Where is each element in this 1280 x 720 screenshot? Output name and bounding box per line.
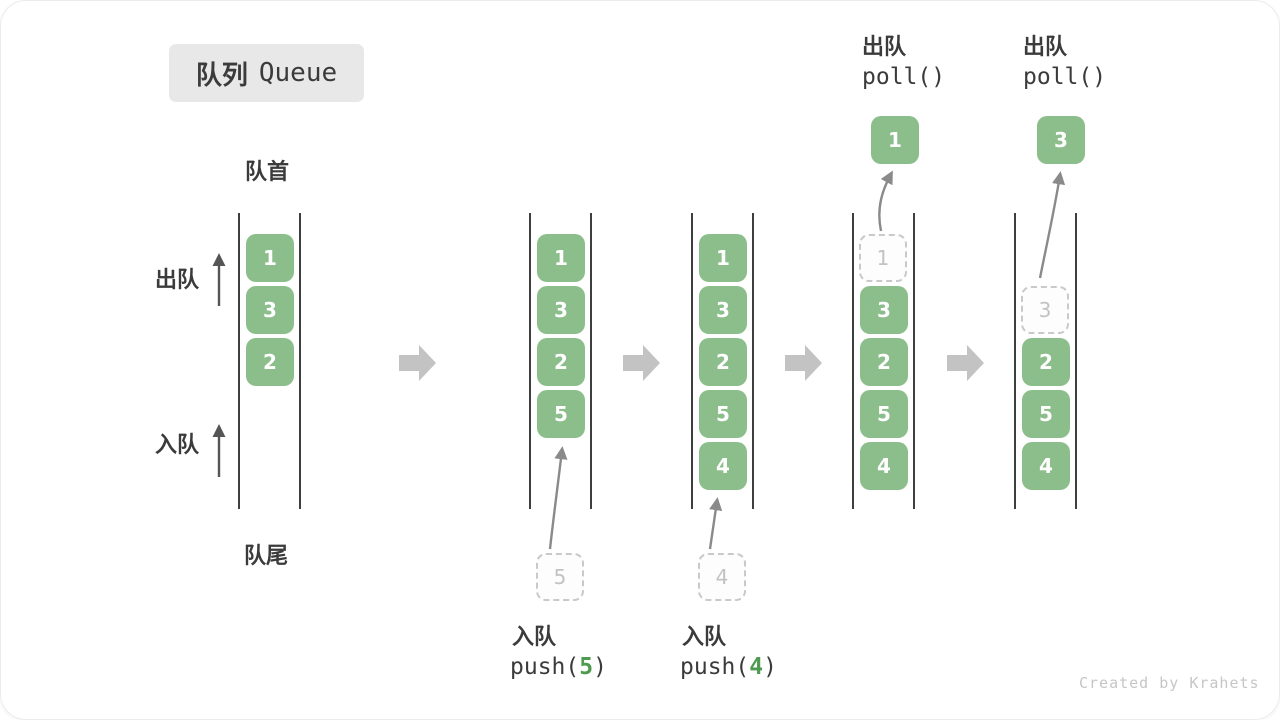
polled-element: 1 <box>871 116 919 164</box>
queue-wall <box>752 213 754 509</box>
queue-element: 1 <box>246 234 294 282</box>
watermark-credit: Created by Krahets <box>1079 674 1260 692</box>
code-arg: 5 <box>579 654 594 680</box>
queue-element: 4 <box>860 442 908 490</box>
poll-code-label: poll() <box>1023 64 1107 90</box>
push-code-label: push(4) <box>680 654 777 680</box>
enqueue-op-label: 入队 <box>682 625 727 650</box>
queue-state-4: 1 3 2 5 4 <box>852 213 915 509</box>
queue-element: 3 <box>537 286 585 334</box>
queue-wall <box>590 213 592 509</box>
state-transition-arrow-icon <box>623 345 660 381</box>
queue-wall <box>299 213 301 509</box>
queue-element: 4 <box>699 442 747 490</box>
dequeue-op-label: 出队 <box>862 35 907 60</box>
queue-state-1: 1 3 2 <box>238 213 301 509</box>
diagram-title: 队列 Queue <box>169 44 364 102</box>
code-fn: push( <box>680 654 750 680</box>
queue-wall <box>1075 213 1077 509</box>
removed-element-ghost: 1 <box>859 234 907 282</box>
queue-element: 1 <box>537 234 585 282</box>
push-code-label: push(5) <box>510 654 607 680</box>
queue-rear-label: 队尾 <box>244 544 289 569</box>
removed-element-ghost: 3 <box>1021 286 1069 334</box>
queue-element: 2 <box>699 338 747 386</box>
code-fn: push( <box>510 654 580 680</box>
queue-element: 3 <box>699 286 747 334</box>
queue-front-label: 队首 <box>245 160 290 185</box>
queue-element: 2 <box>860 338 908 386</box>
queue-element: 2 <box>1022 338 1070 386</box>
queue-element: 2 <box>537 338 585 386</box>
state-transition-arrow-icon <box>785 345 822 381</box>
code-close: ) <box>593 654 607 680</box>
queue-element: 5 <box>699 390 747 438</box>
title-english: Queue <box>258 58 338 88</box>
dequeue-op-label: 出队 <box>1023 35 1068 60</box>
queue-element: 3 <box>860 286 908 334</box>
polled-element: 3 <box>1037 116 1085 164</box>
enqueue-label: 入队 <box>155 433 200 458</box>
queue-state-2: 1 3 2 5 <box>529 213 592 509</box>
code-close: ) <box>763 654 777 680</box>
queue-element: 4 <box>1022 442 1070 490</box>
code-arg: 4 <box>749 654 764 680</box>
queue-wall <box>691 213 693 509</box>
queue-element: 5 <box>1022 390 1070 438</box>
state-transition-arrow-icon <box>399 345 436 381</box>
enqueue-op-label: 入队 <box>512 625 557 650</box>
queue-wall <box>529 213 531 509</box>
pending-element: 4 <box>698 553 746 601</box>
queue-element: 5 <box>537 390 585 438</box>
pending-element: 5 <box>536 553 584 601</box>
state-transition-arrow-icon <box>947 345 984 381</box>
dequeue-label: 出队 <box>155 268 200 293</box>
queue-wall <box>238 213 240 509</box>
queue-element: 1 <box>699 234 747 282</box>
poll-code-label: poll() <box>862 64 946 90</box>
title-chinese: 队列 <box>195 60 248 91</box>
queue-state-3: 1 3 2 5 4 <box>691 213 754 509</box>
queue-wall <box>913 213 915 509</box>
queue-state-5: 3 2 5 4 <box>1014 213 1077 509</box>
queue-element: 3 <box>246 286 294 334</box>
queue-element: 5 <box>860 390 908 438</box>
queue-wall <box>1014 213 1016 509</box>
queue-element: 2 <box>246 338 294 386</box>
queue-wall <box>852 213 854 509</box>
